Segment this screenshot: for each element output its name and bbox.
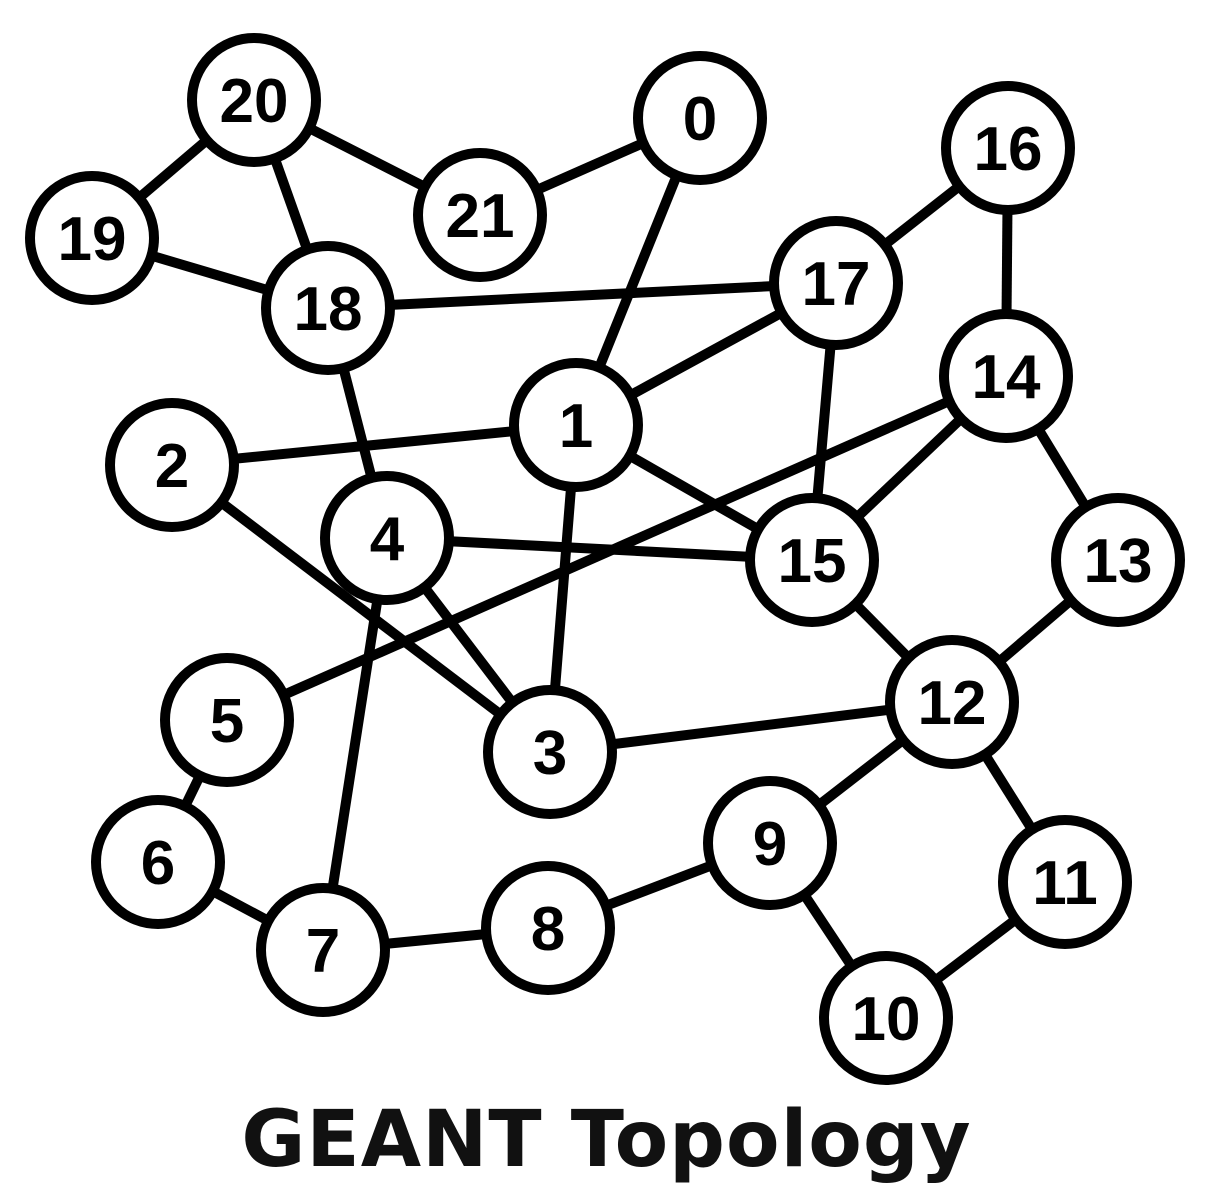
node-circle-5 xyxy=(160,653,294,787)
node-21: 21 xyxy=(413,148,547,282)
node-19: 19 xyxy=(25,171,159,305)
node-6: 6 xyxy=(91,795,225,929)
node-20: 20 xyxy=(187,33,321,167)
diagram-title: GEANT Topology xyxy=(241,1095,972,1185)
node-label-10: 10 xyxy=(852,985,921,1054)
node-2: 2 xyxy=(105,398,239,532)
edge-4-7 xyxy=(318,537,392,951)
node-label-12: 12 xyxy=(918,669,987,738)
node-circle-13 xyxy=(1051,493,1185,627)
node-4: 4 xyxy=(320,471,454,605)
node-label-4: 4 xyxy=(370,505,405,574)
node-circle-7 xyxy=(256,883,390,1017)
node-11: 11 xyxy=(998,815,1132,949)
edge-2-3 xyxy=(168,461,554,756)
node-circle-0 xyxy=(633,51,767,185)
node-circle-10 xyxy=(819,951,953,1085)
node-circle-11 xyxy=(998,815,1132,949)
node-8: 8 xyxy=(481,861,615,995)
node-circle-18 xyxy=(261,241,395,375)
edge-18-17 xyxy=(327,278,837,313)
node-17: 17 xyxy=(769,216,903,350)
node-label-17: 17 xyxy=(802,250,871,319)
node-label-7: 7 xyxy=(306,917,340,986)
node-circle-12 xyxy=(885,635,1019,769)
node-label-6: 6 xyxy=(141,829,175,898)
node-label-9: 9 xyxy=(753,810,787,879)
node-circle-16 xyxy=(941,81,1075,215)
node-circle-9 xyxy=(703,776,837,910)
node-circle-14 xyxy=(939,309,1073,443)
node-label-5: 5 xyxy=(210,687,244,756)
node-3: 3 xyxy=(483,685,617,819)
node-circle-19 xyxy=(25,171,159,305)
node-label-1: 1 xyxy=(559,392,593,461)
node-0: 0 xyxy=(633,51,767,185)
node-1: 1 xyxy=(509,358,643,492)
edge-2-1 xyxy=(171,420,577,470)
node-label-18: 18 xyxy=(294,275,363,344)
node-label-20: 20 xyxy=(220,67,289,136)
node-circle-6 xyxy=(91,795,225,929)
node-circle-1 xyxy=(509,358,643,492)
node-circle-3 xyxy=(483,685,617,819)
node-14: 14 xyxy=(939,309,1073,443)
node-circle-8 xyxy=(481,861,615,995)
node-circle-17 xyxy=(769,216,903,350)
node-9: 9 xyxy=(703,776,837,910)
node-label-14: 14 xyxy=(972,343,1041,412)
node-12: 12 xyxy=(885,635,1019,769)
node-13: 13 xyxy=(1051,493,1185,627)
node-label-0: 0 xyxy=(683,85,717,154)
node-label-19: 19 xyxy=(58,205,127,274)
node-16: 16 xyxy=(941,81,1075,215)
edge-4-15 xyxy=(386,533,813,565)
node-5: 5 xyxy=(160,653,294,787)
node-7: 7 xyxy=(256,883,390,1017)
node-label-2: 2 xyxy=(155,432,189,501)
node-label-16: 16 xyxy=(974,115,1043,184)
node-15: 15 xyxy=(745,493,879,627)
node-circle-2 xyxy=(105,398,239,532)
node-circle-15 xyxy=(745,493,879,627)
edges-layer xyxy=(88,95,1123,1022)
node-10: 10 xyxy=(819,951,953,1085)
node-label-8: 8 xyxy=(531,895,565,964)
node-label-15: 15 xyxy=(778,527,847,596)
node-18: 18 xyxy=(261,241,395,375)
node-label-21: 21 xyxy=(446,182,515,251)
node-circle-20 xyxy=(187,33,321,167)
edge-3-12 xyxy=(549,697,953,757)
node-label-11: 11 xyxy=(1032,849,1098,918)
node-label-3: 3 xyxy=(533,719,567,788)
node-label-13: 13 xyxy=(1084,527,1153,596)
node-circle-4 xyxy=(320,471,454,605)
node-circle-21 xyxy=(413,148,547,282)
